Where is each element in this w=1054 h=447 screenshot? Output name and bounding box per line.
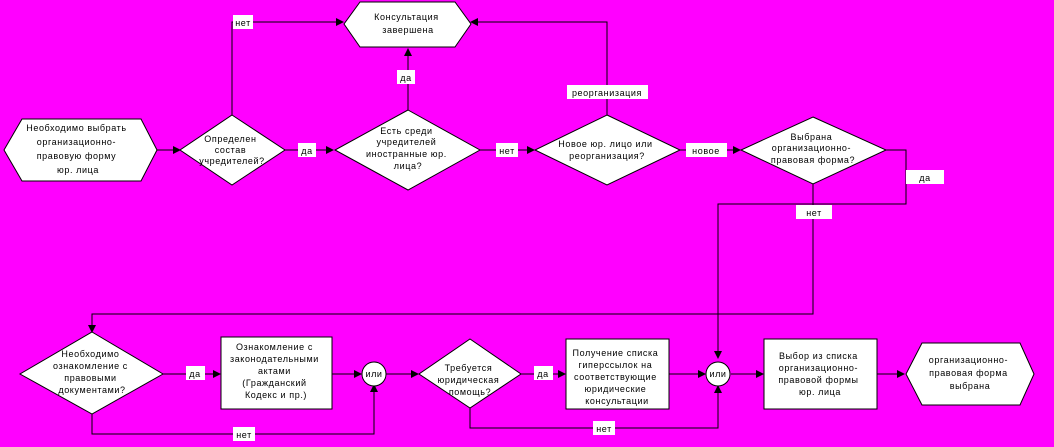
junction-or-2: или: [705, 361, 731, 387]
start-line-1: Необходимо выбрать: [26, 123, 126, 133]
process-choose-list: Выбор из списка организационно- правовой…: [763, 338, 878, 410]
svg-text:или: или: [365, 369, 382, 379]
svg-text:или: или: [709, 369, 726, 379]
process-docs: Ознакомление с законодательными актами (…: [220, 336, 333, 410]
start-line-4: юр. лица: [57, 165, 99, 175]
svg-text:Новое юр. лицо или реорг: Новое юр. лицо или реорганизация?: [558, 139, 656, 161]
edge-label-no-foreign: нет: [499, 146, 515, 156]
node-consult-finished: Консультация завершена: [343, 1, 472, 48]
svg-text:Ознакомление с законодат: Ознакомление с законодательными актами (…: [230, 342, 322, 400]
edge-label-yes-form: да: [919, 173, 930, 183]
edge-label-no-form: нет: [806, 208, 822, 218]
svg-text:Есть среди учредителей: Есть среди учредителей иностранные юр. л…: [366, 126, 450, 171]
edge-label-no-help: нет: [596, 424, 612, 434]
edge-label-yes-founders: да: [301, 146, 312, 156]
decision-founders: Определен состав учредителей?: [179, 114, 286, 186]
edge-label-yes-docs: да: [189, 369, 200, 379]
svg-text:Получение списка гиперсс: Получение списка гиперссылок на соответс…: [573, 348, 662, 406]
decision-foreign: Есть среди учредителей иностранные юр. л…: [333, 109, 482, 191]
edge-label-yes-help: да: [537, 369, 548, 379]
svg-text:Выбор из списка организа: Выбор из списка организационно- правовой…: [778, 351, 861, 397]
svg-text:Выбрана организационно-: Выбрана организационно- правовая форма?: [771, 132, 855, 165]
decision-form-chosen: Выбрана организационно- правовая форма?: [739, 116, 888, 185]
svg-text:Необходимо ознакомление: Необходимо ознакомление с правовыми доку…: [53, 349, 131, 395]
node-start: Необходимо выбрать организационно- право…: [3, 118, 158, 182]
junction-or-1: или: [361, 361, 387, 387]
edge-label-no-docs: нет: [236, 430, 252, 440]
svg-text:Определен состав у: Определен состав учредителей?: [199, 134, 265, 166]
edge-label-no-top: нет: [235, 18, 251, 28]
decision-need-docs: Необходимо ознакомление с правовыми доку…: [18, 331, 164, 415]
svg-text:Требуется юридическая: Требуется юридическая помощь?: [438, 363, 503, 397]
decision-legal-help: Требуется юридическая помощь?: [418, 338, 522, 409]
start-line-2: организационно-: [37, 137, 116, 147]
start-line-3: правовую форму: [37, 151, 117, 161]
svg-text:Консультация завершена: Консультация завершена: [374, 12, 442, 35]
svg-text:Необходимо выбрать орган: Необходимо выбрать организационно- право…: [26, 123, 129, 175]
process-links: Получение списка гиперссылок на соответс…: [565, 338, 670, 410]
edge-label-reorg: реорганизация: [572, 88, 642, 98]
edge-label-new: новое: [692, 146, 720, 156]
svg-text:организационно- правовая: организационно- правовая форма выбрана: [929, 355, 1011, 391]
edge-labels: нет да да нет реорганизация новое да нет…: [186, 15, 944, 441]
decision-new-or-reorg: Новое юр. лицо или реорганизация?: [533, 114, 682, 186]
edge-label-yes-foreign: да: [400, 73, 411, 83]
node-form-chosen-end: организационно- правовая форма выбрана: [905, 342, 1035, 406]
